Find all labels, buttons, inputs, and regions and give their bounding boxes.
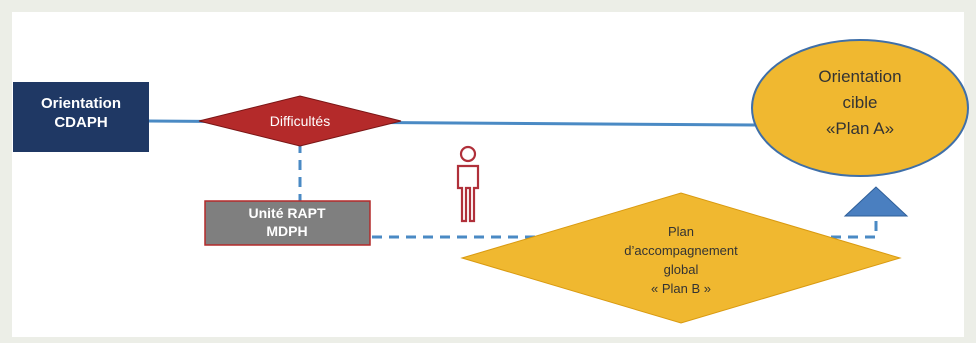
plan-b-diamond: Plan d’accompagnement global « Plan B » xyxy=(460,192,902,324)
plan-b-line1: Plan xyxy=(668,224,694,239)
orientation-cdaph-line2: CDAPH xyxy=(54,114,107,131)
orientation-cible-line3: «Plan A» xyxy=(826,119,894,138)
plan-b-line3: global xyxy=(664,262,699,277)
orientation-cible-ellipse: Orientation cible «Plan A» xyxy=(751,39,969,177)
plan-b-line4: « Plan B » xyxy=(651,281,711,296)
orientation-cible-line2: cible xyxy=(843,93,878,112)
unite-rapt-line2: MDPH xyxy=(266,223,307,239)
orientation-cdaph-line1: Orientation xyxy=(41,95,121,112)
orientation-cdaph-box: Orientation CDAPH xyxy=(13,82,149,152)
triangle-up-icon xyxy=(843,186,909,217)
difficultes-label: Difficultés xyxy=(270,113,330,129)
orientation-cible-line1: Orientation xyxy=(818,67,901,86)
unite-rapt-line1: Unité RAPT xyxy=(249,205,326,221)
unite-rapt-box: Unité RAPT MDPH xyxy=(204,200,371,246)
plan-b-line2: d’accompagnement xyxy=(624,243,738,258)
person-icon xyxy=(456,145,480,223)
dashed-connector-horizontal xyxy=(372,216,878,239)
difficultes-diamond: Difficultés xyxy=(198,95,402,147)
